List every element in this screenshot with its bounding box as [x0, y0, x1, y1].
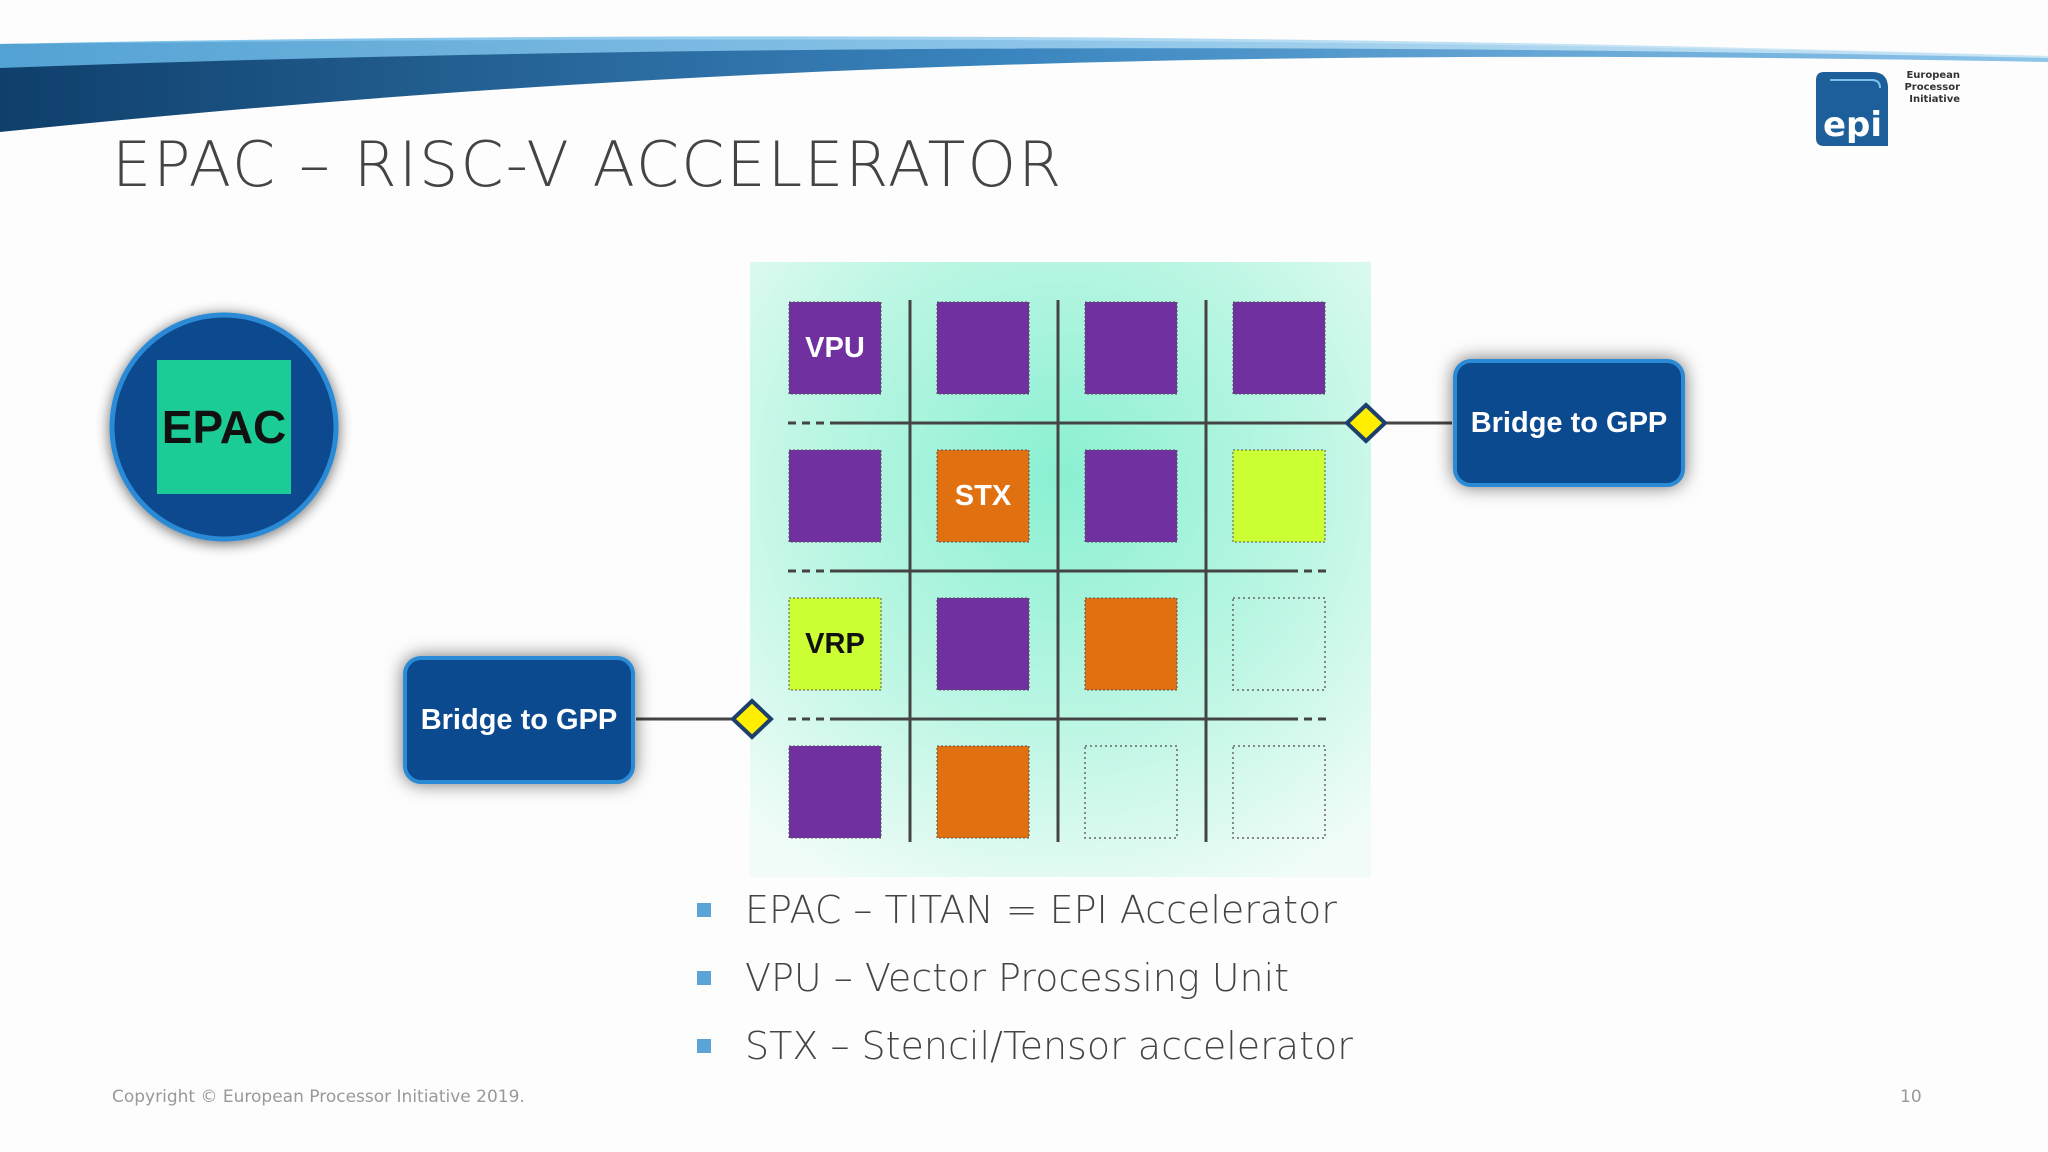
bullet-list: EPAC – TITAN = EPI Accelerator VPU – Vec… — [697, 880, 1353, 1084]
bullet-marker — [697, 1039, 711, 1053]
page-number: 10 — [1900, 1087, 1922, 1107]
tile-vrp-r1c3 — [1232, 449, 1326, 543]
logo-caption: European Processor Initiative — [1880, 70, 1960, 106]
tile-vpu-r0c3 — [1232, 301, 1326, 395]
interconnect-grid-dashed — [788, 300, 1328, 842]
epi-logo: epi — [1816, 72, 1888, 146]
tile-empty-r3c3 — [1232, 745, 1326, 839]
tile-stx-r2c2 — [1084, 597, 1178, 691]
bullet-text: STX – Stencil/Tensor accelerator — [745, 1024, 1353, 1068]
bullet-text: VPU – Vector Processing Unit — [745, 956, 1290, 1000]
tile-stx-r3c1 — [936, 745, 1030, 839]
tile-vpu-r0c2 — [1084, 301, 1178, 395]
epac-core — [157, 360, 291, 494]
logo-line-3: Initiative — [1909, 94, 1960, 105]
bullet-item: STX – Stencil/Tensor accelerator — [697, 1016, 1353, 1084]
connector-diamond-left — [730, 698, 774, 740]
interconnect-grid — [830, 305, 1368, 840]
bullet-item: VPU – Vector Processing Unit — [697, 948, 1353, 1016]
tile-vpu-r0c1 — [936, 301, 1030, 395]
bullet-text: EPAC – TITAN = EPI Accelerator — [745, 888, 1337, 932]
epac-badge — [109, 312, 339, 542]
tile-empty-r2c3 — [1232, 597, 1326, 691]
copyright-footer: Copyright © European Processor Initiativ… — [112, 1087, 525, 1107]
tile-vrp-r2c0 — [788, 597, 882, 691]
bullet-marker — [697, 903, 711, 917]
tile-vpu-r1c2 — [1084, 449, 1178, 543]
logo-line-2: Processor — [1904, 82, 1960, 93]
tile-vpu-r2c1 — [936, 597, 1030, 691]
bullet-marker — [697, 971, 711, 985]
tile-vpu-r1c0 — [788, 449, 882, 543]
epi-logo-mark: epi — [1823, 105, 1882, 145]
bridge-to-gpp-left: Bridge to GPP — [403, 656, 635, 784]
tile-stx-r1c1 — [936, 449, 1030, 543]
tile-empty-r3c2 — [1084, 745, 1178, 839]
page-title: EPAC – RISC-V ACCELERATOR — [112, 128, 1064, 201]
header-banner — [0, 36, 2048, 132]
tile-vpu-r0c0 — [788, 301, 882, 395]
connector-diamond-right — [1344, 402, 1388, 444]
logo-line-1: European — [1906, 70, 1960, 81]
tile-vpu-r3c0 — [788, 745, 882, 839]
bullet-item: EPAC – TITAN = EPI Accelerator — [697, 880, 1353, 948]
bridge-to-gpp-right: Bridge to GPP — [1453, 359, 1685, 487]
tile-grid — [788, 301, 1326, 839]
